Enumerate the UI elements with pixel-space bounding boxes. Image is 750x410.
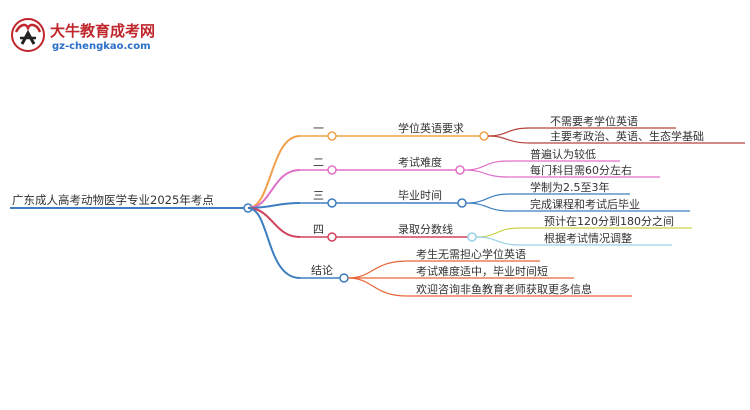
branch-3-title-dot	[457, 198, 467, 208]
branch-5-child-1-link	[347, 260, 409, 279]
branch-1-child-2: 主要考政治、英语、生态学基础	[550, 129, 704, 143]
branch-4-child-1-link	[475, 227, 521, 238]
branch-4-child-2: 根据考试情况调整	[544, 231, 632, 245]
branch-1-child-1: 不需要考学位英语	[550, 114, 638, 128]
branch-1-ordinal: 一	[313, 122, 324, 135]
branch-4-child-1: 预计在120分到180分之间	[544, 214, 674, 228]
branch-1-title-dot	[479, 131, 489, 141]
branch-5-child-2: 考试难度适中，毕业时间短	[416, 264, 548, 278]
branch-4-ordinal: 四	[313, 223, 324, 236]
brand-url: gz-chengkao.com	[52, 41, 151, 52]
branch-3-child-1-link	[465, 193, 511, 204]
brand-logo: 大牛教育成考网 gz-chengkao.com	[8, 14, 178, 58]
branch-1-title: 学位英语要求	[398, 121, 464, 135]
branch-3-child-2: 完成课程和考试后毕业	[530, 197, 640, 211]
branch-1-ordinal-dot	[327, 131, 337, 141]
branch-5-ordinal: 结论	[311, 263, 333, 277]
branch-5-ordinal-dot	[339, 273, 349, 283]
branch-5-child-3-link	[347, 277, 409, 297]
branch-4-ordinal-dot	[327, 232, 337, 242]
brand-title: 大牛教育成考网	[50, 22, 156, 40]
branch-4-child-2-link	[475, 236, 521, 246]
bull-logo-icon	[11, 18, 45, 52]
branch-5-child-1: 考生无需担心学位英语	[416, 247, 526, 261]
branch-3-child-1: 学制为2.5至3年	[530, 180, 610, 194]
branch-5-link	[247, 207, 301, 279]
branch-1-child-1-link	[487, 127, 531, 137]
branch-2-child-2-link	[463, 169, 509, 178]
branch-2-ordinal: 二	[313, 156, 324, 169]
branch-2-child-2: 每门科目需60分左右	[530, 163, 632, 177]
branch-4-title-dot	[467, 232, 477, 242]
branch-1-child-2-link	[487, 135, 531, 144]
branch-2-child-1-link	[463, 160, 509, 171]
branch-2-ordinal-dot	[327, 165, 337, 175]
branch-5-child-3: 欢迎咨询非鱼教育老师获取更多信息	[416, 282, 592, 296]
root-node-label: 广东成人高考动物医学专业2025年考点	[12, 193, 214, 207]
branch-3-ordinal-dot	[327, 198, 337, 208]
branch-1-link	[247, 135, 301, 209]
branch-4-title: 录取分数线	[398, 222, 453, 236]
branch-4-link	[247, 207, 301, 238]
branch-3-child-2-link	[465, 202, 511, 212]
branch-2-title-dot	[455, 165, 465, 175]
branch-3-ordinal: 三	[313, 189, 324, 202]
branch-2-child-1: 普遍认为较低	[530, 147, 596, 161]
branch-3-title: 毕业时间	[398, 189, 442, 202]
branch-2-title: 考试难度	[398, 155, 442, 169]
